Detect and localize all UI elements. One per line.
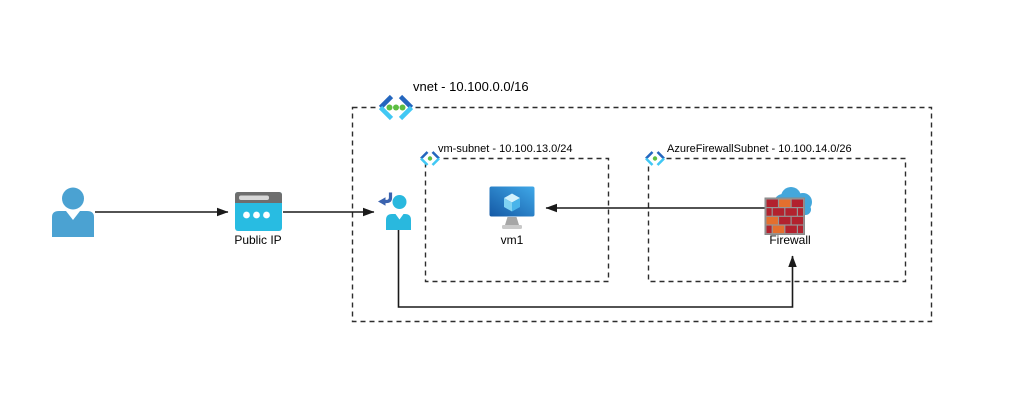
user-sign-in-icon[interactable] — [377, 191, 411, 230]
vm1-label: vm1 — [500, 233, 524, 247]
public-ip-label: Public IP — [234, 233, 282, 247]
vm-subnet-icon[interactable] — [419, 150, 441, 167]
vm-subnet-boundary[interactable] — [424, 157, 610, 283]
firewall-subnet-boundary[interactable] — [647, 157, 907, 283]
virtual-network-icon[interactable] — [377, 94, 415, 121]
arrow-vnet-entry-to-firewall[interactable] — [397, 229, 797, 308]
public-ip-icon[interactable] — [235, 192, 282, 231]
vnet-label: vnet - 10.100.0.0/16 — [413, 79, 529, 94]
firewall-subnet-icon[interactable] — [644, 150, 666, 167]
vm-subnet-label: vm-subnet - 10.100.13.0/24 — [438, 143, 573, 155]
user-silhouette-icon[interactable] — [52, 187, 94, 237]
vnet-boundary[interactable] — [351, 106, 933, 323]
azure-vm-icon[interactable] — [489, 186, 535, 233]
azure-firewall-icon[interactable] — [763, 184, 813, 236]
firewall-label: Firewall — [769, 233, 811, 247]
firewall-subnet-label: AzureFirewallSubnet - 10.100.14.0/26 — [667, 143, 852, 155]
brick-wall — [766, 199, 804, 234]
